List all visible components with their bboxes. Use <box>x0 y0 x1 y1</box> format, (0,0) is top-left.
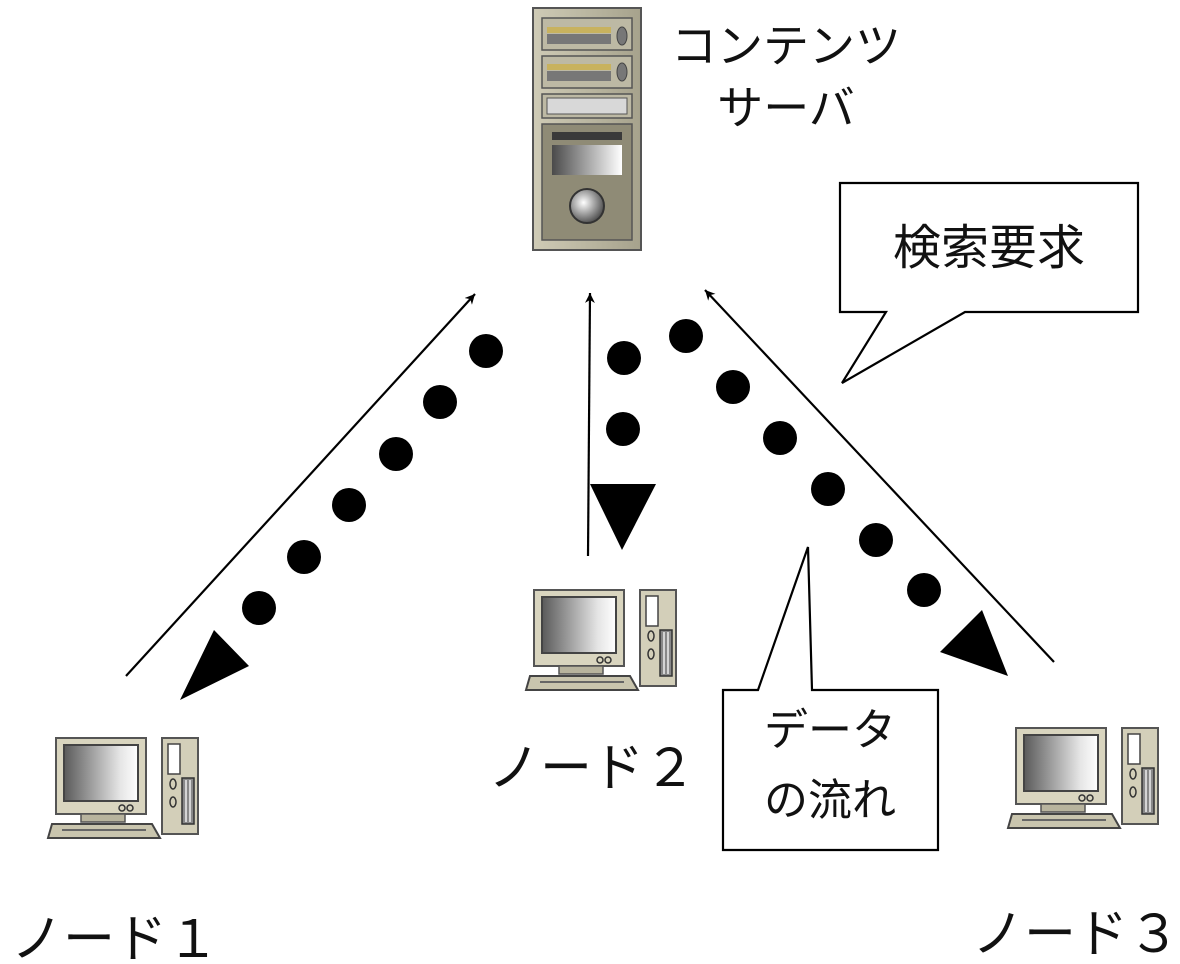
request-arrow-node3 <box>704 289 1055 663</box>
request-arrows <box>125 289 1055 677</box>
data-flow-node1 <box>180 334 503 700</box>
server-label-line2: サーバ <box>717 81 855 135</box>
data-flow-text-line2: の流れ <box>764 775 896 826</box>
server-label-line1: コンテンツ <box>671 19 901 73</box>
data-flow-arrowhead-node2 <box>590 484 656 550</box>
desktop-pc-icon <box>1007 727 1159 829</box>
data-flow-arrowhead-node3 <box>940 610 1008 676</box>
desktop-pc-icon <box>525 589 677 691</box>
search-request-callout: 検索要求 <box>838 181 1140 384</box>
request-arrow-node2 <box>584 292 595 557</box>
node-3: ノード３ <box>972 727 1180 964</box>
data-flow-node3 <box>669 319 1008 676</box>
request-arrow-node1 <box>125 293 476 677</box>
speech-bubble-shape <box>838 181 1140 384</box>
search-request-text: 検索要求 <box>893 220 1085 276</box>
data-flow-callout: データ の流れ <box>721 546 940 852</box>
speech-bubble-shape <box>721 546 940 852</box>
data-flow-arrowhead-node1 <box>180 630 249 700</box>
node-1: ノード１ <box>11 737 219 964</box>
node-2-label: ノード２ <box>488 739 696 799</box>
node-3-label: ノード３ <box>972 905 1180 964</box>
server-tower-icon <box>532 7 642 251</box>
desktop-pc-icon <box>47 737 199 839</box>
node-2: ノード２ <box>488 589 696 799</box>
data-flow-text-line1: データ <box>764 705 896 756</box>
content-server: コンテンツ サーバ <box>532 7 901 251</box>
node-1-label: ノード１ <box>11 910 219 964</box>
data-flow-node2 <box>590 341 656 550</box>
